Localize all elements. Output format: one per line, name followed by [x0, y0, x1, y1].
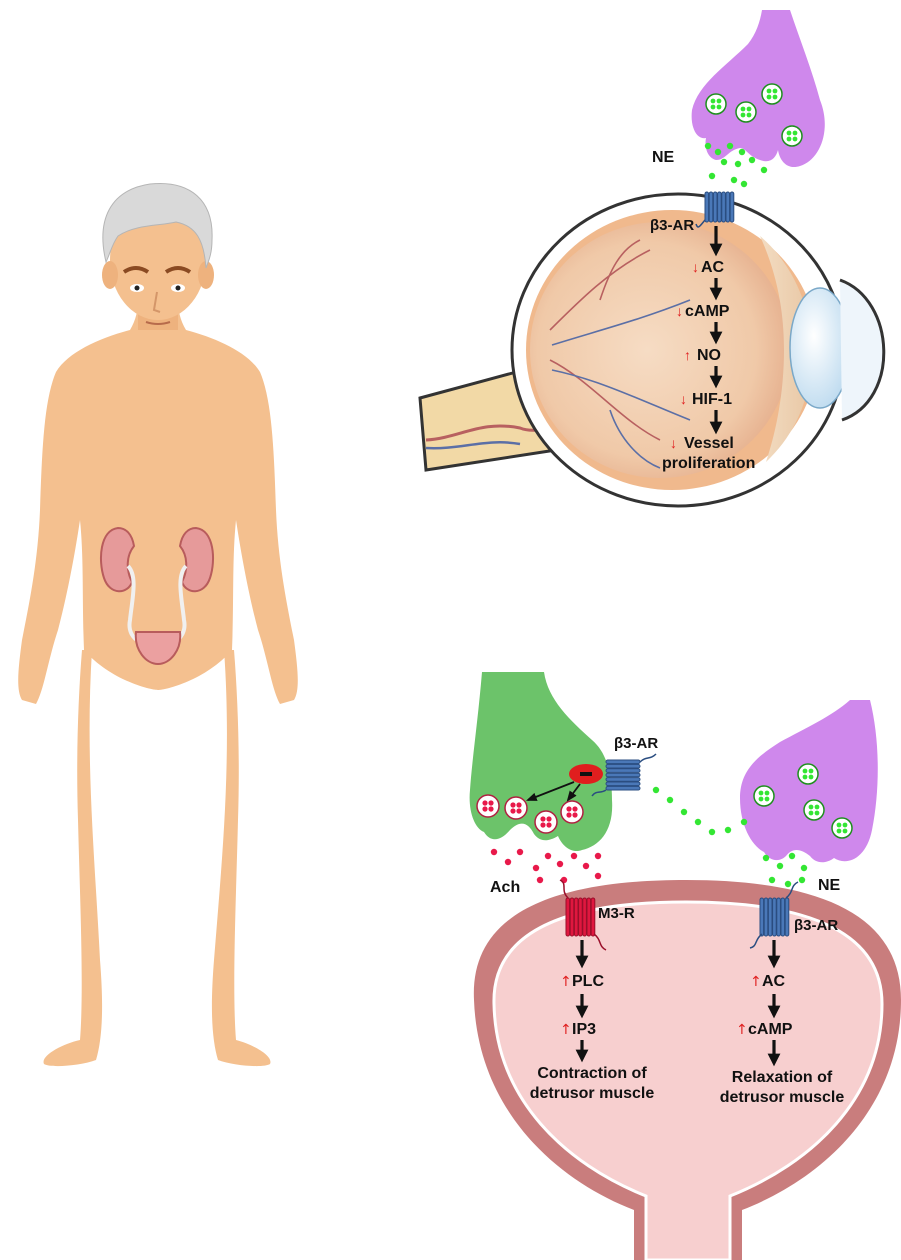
contraction-line1: Contraction of: [537, 1065, 647, 1082]
relaxation-line2: detrusor muscle: [720, 1089, 845, 1106]
eye-ne-label: NE: [652, 149, 675, 166]
ip3-label: IP3: [572, 1021, 596, 1038]
bladder-b3-receptor-label: β3-AR: [794, 917, 838, 934]
bladder-ne-label: NE: [818, 877, 841, 894]
ip3-change-arrow: ↑: [560, 1022, 572, 1038]
eyeball: [420, 194, 884, 506]
eye-vessel-label: Vessel: [684, 435, 734, 452]
eye-camp-change-arrow: ↓: [676, 305, 683, 320]
contraction-line2: detrusor muscle: [530, 1085, 655, 1102]
relaxation-line1: Relaxation of: [732, 1069, 833, 1086]
right-kidney: [180, 528, 213, 591]
eye-presynaptic-terminal: [692, 10, 825, 167]
eye-proliferation-label: proliferation: [662, 455, 755, 472]
eye-ac-label: AC: [701, 259, 725, 276]
left-ear: [102, 261, 118, 289]
left-kidney: [101, 528, 134, 591]
eye-hif1-change-arrow: ↓: [680, 393, 687, 408]
cornea: [840, 280, 884, 420]
bladder-b3-receptor: [760, 898, 789, 936]
eye-hif1-label: HIF-1: [692, 391, 732, 408]
presynaptic-b3-receptor: [606, 760, 640, 790]
ach-label: Ach: [490, 879, 520, 896]
eye-ac-change-arrow: ↓: [692, 261, 699, 276]
eye-b3-receptor: [705, 192, 734, 222]
eye-camp-label: cAMP: [685, 303, 730, 320]
camp-change-arrow: ↑: [736, 1022, 748, 1038]
ac-change-arrow: ↑: [750, 974, 762, 990]
plc-label: PLC: [572, 973, 604, 990]
eye-no-label: NO: [697, 347, 721, 364]
m3-receptor-label: M3-R: [598, 905, 635, 922]
bladder-panel: β3-AR Ach: [470, 672, 901, 1260]
human-figure: [18, 183, 298, 1066]
eye-no-change-arrow: ↑: [684, 349, 691, 364]
plc-change-arrow: ↑: [560, 974, 572, 990]
right-leg: [212, 650, 271, 1066]
camp-label: cAMP: [748, 1021, 793, 1038]
left-leg: [44, 650, 103, 1066]
presynaptic-receptor-label: β3-AR: [614, 735, 658, 752]
eye-vessel-change-arrow: ↓: [670, 437, 677, 452]
ac-label: AC: [762, 973, 786, 990]
eye-receptor-label: β3-AR: [650, 217, 694, 234]
m3-receptor: [566, 898, 595, 936]
eye-panel: NE: [420, 10, 884, 506]
